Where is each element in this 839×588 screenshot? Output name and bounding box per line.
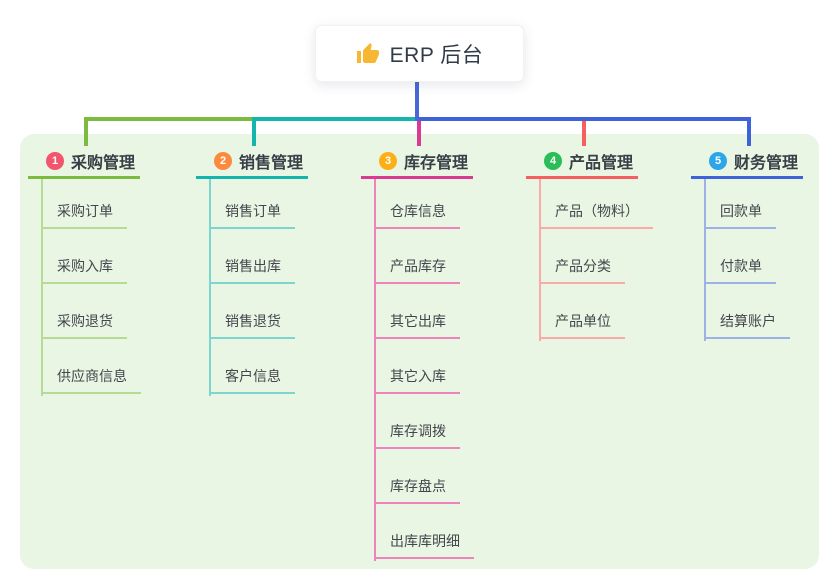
child-spine-purchase	[41, 179, 43, 396]
drop-product	[582, 121, 586, 146]
child-node[interactable]: 其它入库	[374, 366, 460, 394]
child-node[interactable]: 产品（物料）	[539, 201, 653, 229]
drop-sales	[252, 117, 256, 146]
branch-label: 产品管理	[569, 155, 634, 172]
child-node[interactable]: 付款单	[704, 256, 776, 284]
child-node[interactable]: 供应商信息	[41, 366, 141, 394]
child-node[interactable]: 回款单	[704, 201, 776, 229]
child-node[interactable]: 产品单位	[539, 311, 625, 339]
child-node[interactable]: 采购订单	[41, 201, 127, 229]
child-node[interactable]: 客户信息	[209, 366, 295, 394]
child-node[interactable]: 产品库存	[374, 256, 460, 284]
drop-purchase	[84, 117, 88, 146]
trunk-segment-sales	[252, 117, 421, 121]
branch-node-finance[interactable]: 5 财务管理	[709, 150, 798, 172]
branch-underline-inventory	[361, 176, 473, 179]
child-spine-inventory	[374, 179, 376, 561]
child-node[interactable]: 结算账户	[704, 311, 790, 339]
branch-underline-finance	[691, 176, 803, 179]
branch-label: 库存管理	[404, 155, 469, 172]
child-node[interactable]: 库存调拨	[374, 421, 460, 449]
branch-badge: 2	[214, 152, 232, 170]
root-title: ERP 后台	[389, 43, 484, 67]
root-node-erp[interactable]: ERP 后台	[315, 25, 524, 82]
child-node[interactable]: 其它出库	[374, 311, 460, 339]
branch-node-sales[interactable]: 2 销售管理	[214, 150, 303, 172]
child-node[interactable]: 采购退货	[41, 311, 127, 339]
root-stem	[415, 82, 419, 121]
drop-finance	[747, 117, 751, 146]
branch-badge: 1	[46, 152, 64, 170]
branch-node-purchase[interactable]: 1 采购管理	[46, 150, 135, 172]
branch-label: 财务管理	[734, 155, 799, 172]
branch-badge: 3	[379, 152, 397, 170]
thumbs-up-icon	[356, 42, 380, 66]
child-node[interactable]: 出库库明细	[374, 531, 474, 559]
trunk-segment-finance	[417, 117, 751, 121]
branches-panel	[20, 134, 819, 569]
drop-inventory	[417, 121, 421, 146]
child-spine-product	[539, 179, 541, 341]
child-node[interactable]: 库存盘点	[374, 476, 460, 504]
child-node[interactable]: 销售退货	[209, 311, 295, 339]
branch-badge: 4	[544, 152, 562, 170]
child-spine-finance	[704, 179, 706, 341]
branch-underline-product	[526, 176, 638, 179]
child-node[interactable]: 仓库信息	[374, 201, 460, 229]
branch-badge: 5	[709, 152, 727, 170]
child-spine-sales	[209, 179, 211, 396]
branch-node-product[interactable]: 4 产品管理	[544, 150, 633, 172]
child-node[interactable]: 产品分类	[539, 256, 625, 284]
branch-label: 采购管理	[71, 155, 136, 172]
child-node[interactable]: 采购入库	[41, 256, 127, 284]
branch-node-inventory[interactable]: 3 库存管理	[379, 150, 468, 172]
branch-underline-sales	[196, 176, 308, 179]
branch-underline-purchase	[28, 176, 140, 179]
child-node[interactable]: 销售出库	[209, 256, 295, 284]
branch-label: 销售管理	[239, 155, 304, 172]
child-node[interactable]: 销售订单	[209, 201, 295, 229]
